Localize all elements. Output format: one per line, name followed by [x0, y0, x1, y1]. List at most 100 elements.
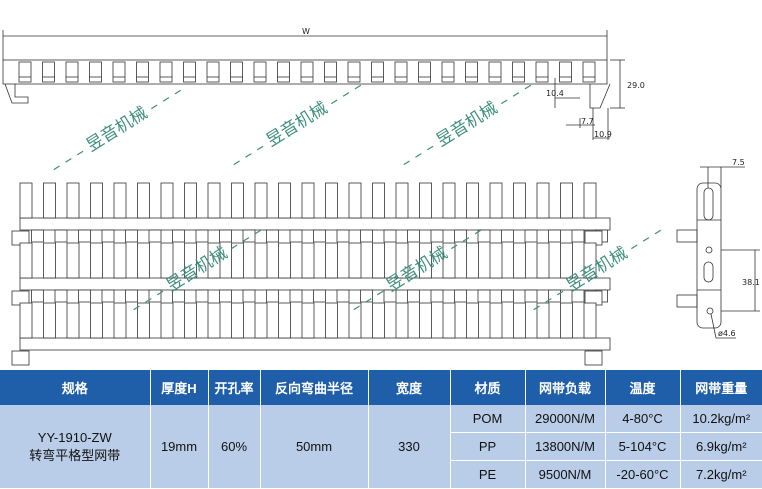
belt-finger	[301, 302, 315, 339]
belt-finger	[113, 302, 127, 339]
header-back-flex: 反向弯曲半径	[260, 370, 369, 405]
edge-tab	[11, 350, 30, 366]
belt-finger	[325, 182, 338, 219]
belt-finger	[125, 229, 138, 243]
spec-table: 规格 厚度H 开孔率 反向弯曲半径 宽度 材质 网带负载 温度 网带重量 YY-…	[0, 370, 762, 489]
belt-finger	[184, 182, 197, 219]
module-slot	[183, 61, 196, 83]
belt-finger	[571, 289, 585, 303]
module-slot	[300, 61, 314, 83]
belt-finger	[395, 302, 409, 339]
belt-finger	[254, 302, 268, 339]
belt-finger	[477, 229, 491, 243]
cell-open-area: 60%	[208, 405, 261, 489]
module-slot	[441, 61, 455, 83]
cell-thickness: 19mm	[150, 405, 209, 489]
belt-finger	[113, 182, 127, 219]
module-slot	[89, 61, 102, 83]
belt-finger	[54, 229, 68, 243]
belt-finger	[66, 302, 80, 339]
side-view	[2, 30, 625, 140]
module-slot	[230, 61, 243, 83]
belt-finger	[407, 229, 420, 243]
belt-finger	[536, 242, 550, 279]
module-slot	[394, 61, 408, 83]
module-slot	[159, 61, 173, 83]
belt-finger	[78, 289, 91, 303]
belt-finger	[348, 242, 362, 279]
belt-finger	[560, 302, 573, 339]
belt-finger	[313, 289, 326, 303]
belt-finger	[66, 182, 80, 219]
dim-hole: ø4.6	[718, 329, 736, 338]
belt-finger	[137, 182, 150, 219]
belt-finger	[489, 302, 503, 339]
belt-finger	[407, 289, 420, 303]
belt-finger	[125, 289, 138, 303]
module-slot	[418, 61, 431, 83]
belt-finger	[242, 289, 256, 303]
belt-finger	[548, 289, 561, 303]
cell-width: 330	[368, 405, 451, 489]
belt-finger	[548, 229, 561, 243]
module-slot	[136, 61, 149, 83]
belt-finger	[43, 242, 56, 279]
belt-finger	[172, 289, 185, 303]
belt-finger	[536, 302, 550, 339]
belt-finger	[266, 229, 279, 243]
belt-finger	[160, 242, 174, 279]
module-slot	[65, 61, 79, 83]
belt-finger	[372, 302, 385, 339]
belt-finger	[383, 229, 397, 243]
belt-finger	[184, 242, 197, 279]
cell-material: POM	[450, 405, 526, 433]
belt-finger	[78, 229, 91, 243]
belt-finger	[348, 302, 362, 339]
belt-technical-drawing: W 29.0 10.4 7.7 10.9 7.5 38.1 ø4.6	[2, 27, 760, 366]
header-thickness: 厚度H	[150, 370, 209, 405]
belt-finger	[560, 242, 573, 279]
header-width: 宽度	[368, 370, 451, 405]
belt-row-spine	[19, 217, 611, 231]
header-weight: 网带重量	[680, 370, 762, 405]
module-slot	[347, 61, 361, 83]
belt-finger	[160, 182, 174, 219]
table-row: PP 13800N/M 5-104°C 6.9kg/m²	[0, 432, 762, 461]
belt-finger	[90, 302, 103, 339]
plan-view	[11, 182, 611, 366]
belt-finger	[524, 289, 538, 303]
header-temp: 温度	[605, 370, 681, 405]
belt-finger	[383, 289, 397, 303]
belt-finger	[336, 289, 350, 303]
module-slot	[512, 61, 525, 83]
header-open-area: 开孔率	[208, 370, 261, 405]
belt-finger	[583, 302, 597, 339]
model-code: YY-1910-ZW	[37, 429, 112, 445]
belt-finger	[583, 242, 597, 279]
dim-d3: 10.9	[594, 130, 612, 139]
belt-finger	[560, 182, 573, 219]
belt-finger	[195, 229, 209, 243]
module-slot	[371, 61, 384, 83]
belt-finger	[278, 242, 291, 279]
belt-finger	[477, 289, 491, 303]
belt-finger	[466, 302, 479, 339]
cell-weight: 10.2kg/m²	[680, 405, 762, 433]
header-spec: 规格	[0, 370, 151, 405]
belt-finger	[254, 182, 268, 219]
dim-width: W	[302, 27, 310, 36]
belt-finger	[419, 182, 432, 219]
belt-finger	[419, 242, 432, 279]
cell-load: 29000N/M	[525, 405, 606, 433]
table-header-row: 规格 厚度H 开孔率 反向弯曲半径 宽度 材质 网带负载 温度 网带重量	[0, 370, 762, 405]
cell-temp: 4-80°C	[605, 405, 681, 433]
header-load: 网带负载	[525, 370, 606, 405]
belt-finger	[536, 182, 550, 219]
module-slot	[559, 61, 572, 83]
belt-finger	[395, 242, 409, 279]
belt-finger	[172, 229, 185, 243]
cell-temp: 5-104°C	[605, 432, 681, 461]
belt-finger	[43, 302, 56, 339]
belt-finger	[43, 182, 56, 219]
